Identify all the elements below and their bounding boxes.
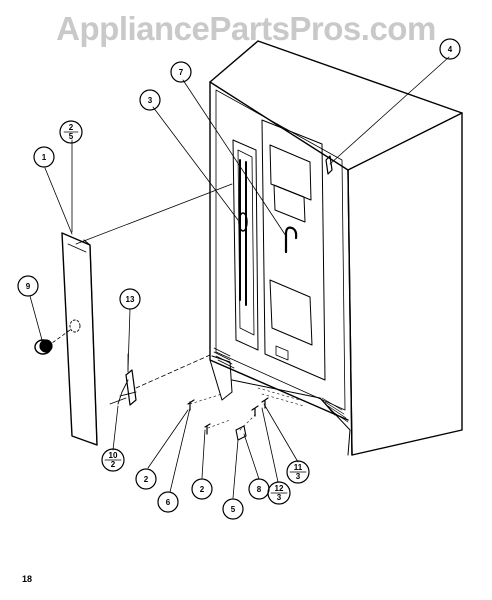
callout-2-5: 2 5	[59, 120, 83, 144]
part-4-clip	[325, 155, 333, 175]
callout-3: 3	[139, 89, 161, 111]
callout-7-label: 7	[179, 68, 184, 77]
callout-8: 8	[248, 478, 270, 500]
part-9-plug	[34, 329, 71, 355]
callout-2-left: 2	[135, 468, 157, 490]
fresh-food-liner-panel	[261, 119, 326, 381]
callout-13: 13	[119, 288, 141, 310]
leader-lines	[29, 56, 450, 499]
door-panel	[61, 232, 98, 446]
cabinet	[209, 40, 463, 456]
callout-12-3-den: 3	[277, 493, 282, 502]
callout-3-label: 3	[148, 96, 153, 105]
callout-12-3: 12 3	[267, 481, 291, 505]
callout-12-3-num: 12	[275, 484, 284, 493]
watermark: AppliancePartsPros.com	[56, 10, 436, 47]
callout-2-left-label: 2	[144, 475, 149, 484]
callout-6: 6	[157, 491, 179, 513]
callout-2-right: 2	[191, 478, 213, 500]
callout-7: 7	[170, 61, 192, 83]
callout-10-2: 10 2	[101, 448, 125, 472]
callout-2-right-label: 2	[200, 485, 205, 494]
callout-5-label: 5	[231, 505, 236, 514]
callout-11-3-den: 3	[296, 472, 301, 481]
callout-2-5-den: 5	[69, 132, 74, 141]
callout-1: 1	[33, 146, 55, 168]
callout-10-2-num: 10	[109, 451, 118, 460]
callout-6-label: 6	[166, 498, 171, 507]
callout-1-label: 1	[42, 153, 47, 162]
callout-9: 9	[17, 275, 39, 297]
part-13-hinge-bracket	[109, 353, 211, 406]
callout-13-label: 13	[126, 295, 135, 304]
callout-8-label: 8	[257, 485, 262, 494]
callout-11-3-num: 11	[294, 463, 303, 472]
callout-2-5-num: 2	[69, 123, 74, 132]
callout-4: 4	[439, 38, 461, 60]
callout-10-2-den: 2	[111, 460, 116, 469]
screws	[187, 393, 269, 441]
page-number: 18	[22, 574, 33, 584]
callout-11-3: 11 3	[286, 460, 310, 484]
callout-9-label: 9	[26, 282, 31, 291]
callout-4-label: 4	[448, 45, 453, 54]
callout-5: 5	[222, 498, 244, 520]
freezer-liner-panel	[232, 139, 259, 351]
